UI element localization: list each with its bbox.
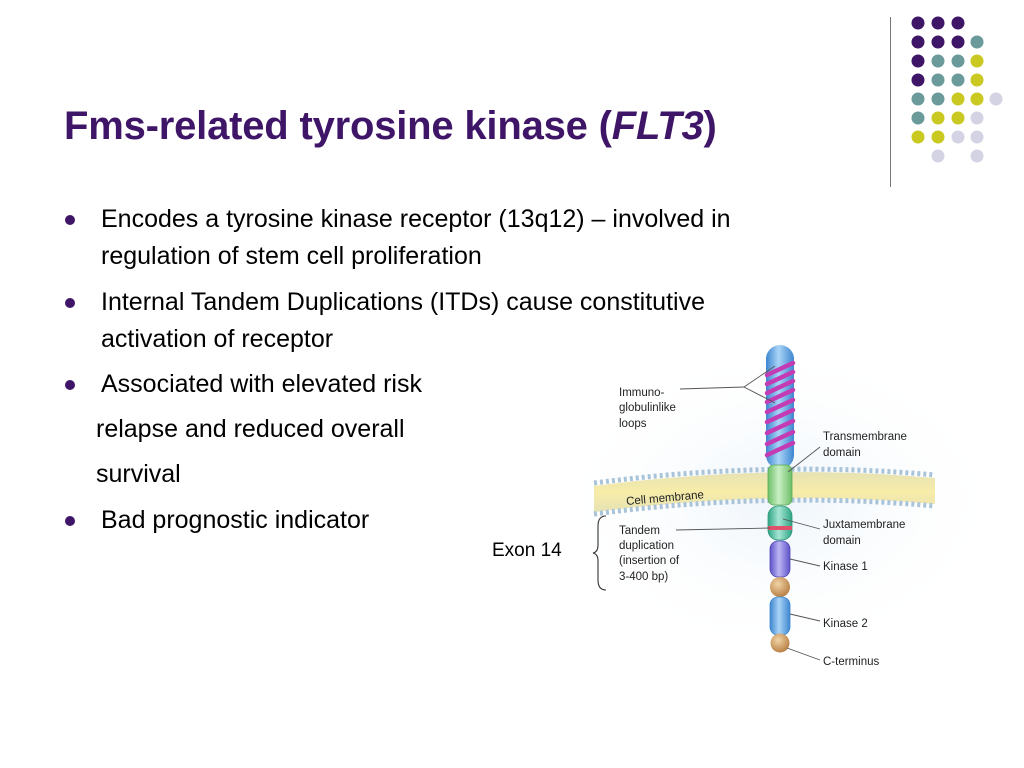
- dot: [911, 111, 925, 125]
- dot: [970, 35, 984, 49]
- dot: [931, 35, 945, 49]
- immuno-label-line-3: loops: [619, 418, 647, 430]
- dot: [931, 92, 945, 106]
- dot: [951, 111, 965, 125]
- tandem-label-line-1: Tandem: [619, 525, 660, 537]
- transmembrane-label-line-2: domain: [823, 447, 861, 459]
- dot: [970, 149, 984, 163]
- kinase-2-label: Kinase 2: [823, 618, 868, 630]
- tandem-label-line-4: 3-400 bp): [619, 571, 668, 583]
- transmembrane-label-line-1: Transmembrane: [823, 431, 907, 443]
- dot: [931, 16, 945, 30]
- title-gene: FLT3: [611, 104, 704, 148]
- tandem-label-line-2: duplication: [619, 540, 674, 552]
- exon-14-label: Exon 14: [492, 540, 562, 561]
- dot: [951, 35, 965, 49]
- dot: [951, 73, 965, 87]
- immunoglobulin-loops: [764, 360, 796, 458]
- dot: [970, 73, 984, 87]
- tandem-label-line-3: (insertion of: [619, 555, 680, 567]
- dot: [951, 16, 965, 30]
- tandem-duplication: [768, 526, 792, 530]
- dot: [911, 16, 925, 30]
- dot: [931, 149, 945, 163]
- dot: [970, 54, 984, 68]
- c-terminus-label: C-terminus: [823, 656, 879, 668]
- c-terminus: [770, 633, 790, 653]
- dot: [911, 54, 925, 68]
- juxtamembrane-domain: [767, 505, 793, 541]
- immuno-label-line-2: globulinlike: [619, 402, 676, 414]
- dot: [911, 130, 925, 144]
- dot: [951, 130, 965, 144]
- dot: [911, 92, 925, 106]
- dot: [911, 35, 925, 49]
- title-suffix: ): [703, 104, 717, 148]
- title-prefix: Fms-related tyrosine kinase (: [64, 104, 612, 148]
- dot: [970, 111, 984, 125]
- dot: [970, 130, 984, 144]
- juxtamembrane-label-line-1: Juxtamembrane: [823, 519, 905, 531]
- immuno-label-line-1: Immuno-: [619, 387, 665, 399]
- dot: [951, 92, 965, 106]
- vertical-divider: [890, 17, 891, 187]
- dot: [931, 111, 945, 125]
- transmembrane-domain: [767, 464, 793, 506]
- dot: [951, 54, 965, 68]
- kinase-1-domain: [769, 540, 791, 578]
- dot: [931, 130, 945, 144]
- decorative-dot-grid: [911, 16, 1003, 163]
- dot: [931, 54, 945, 68]
- dot: [911, 73, 925, 87]
- dot: [931, 73, 945, 87]
- kinase-insert-connector: [770, 577, 790, 597]
- exon-brace: [592, 515, 607, 591]
- dot: [989, 92, 1003, 106]
- dot: [970, 92, 984, 106]
- cell-membrane: Cell membrane: [593, 466, 936, 517]
- leader-lines: [675, 365, 821, 661]
- juxtamembrane-label-line-2: domain: [823, 535, 861, 547]
- kinase-2-domain: [769, 596, 791, 636]
- kinase-1-label: Kinase 1: [823, 561, 868, 573]
- slide-title: Fms-related tyrosine kinase (FLT3): [64, 104, 717, 149]
